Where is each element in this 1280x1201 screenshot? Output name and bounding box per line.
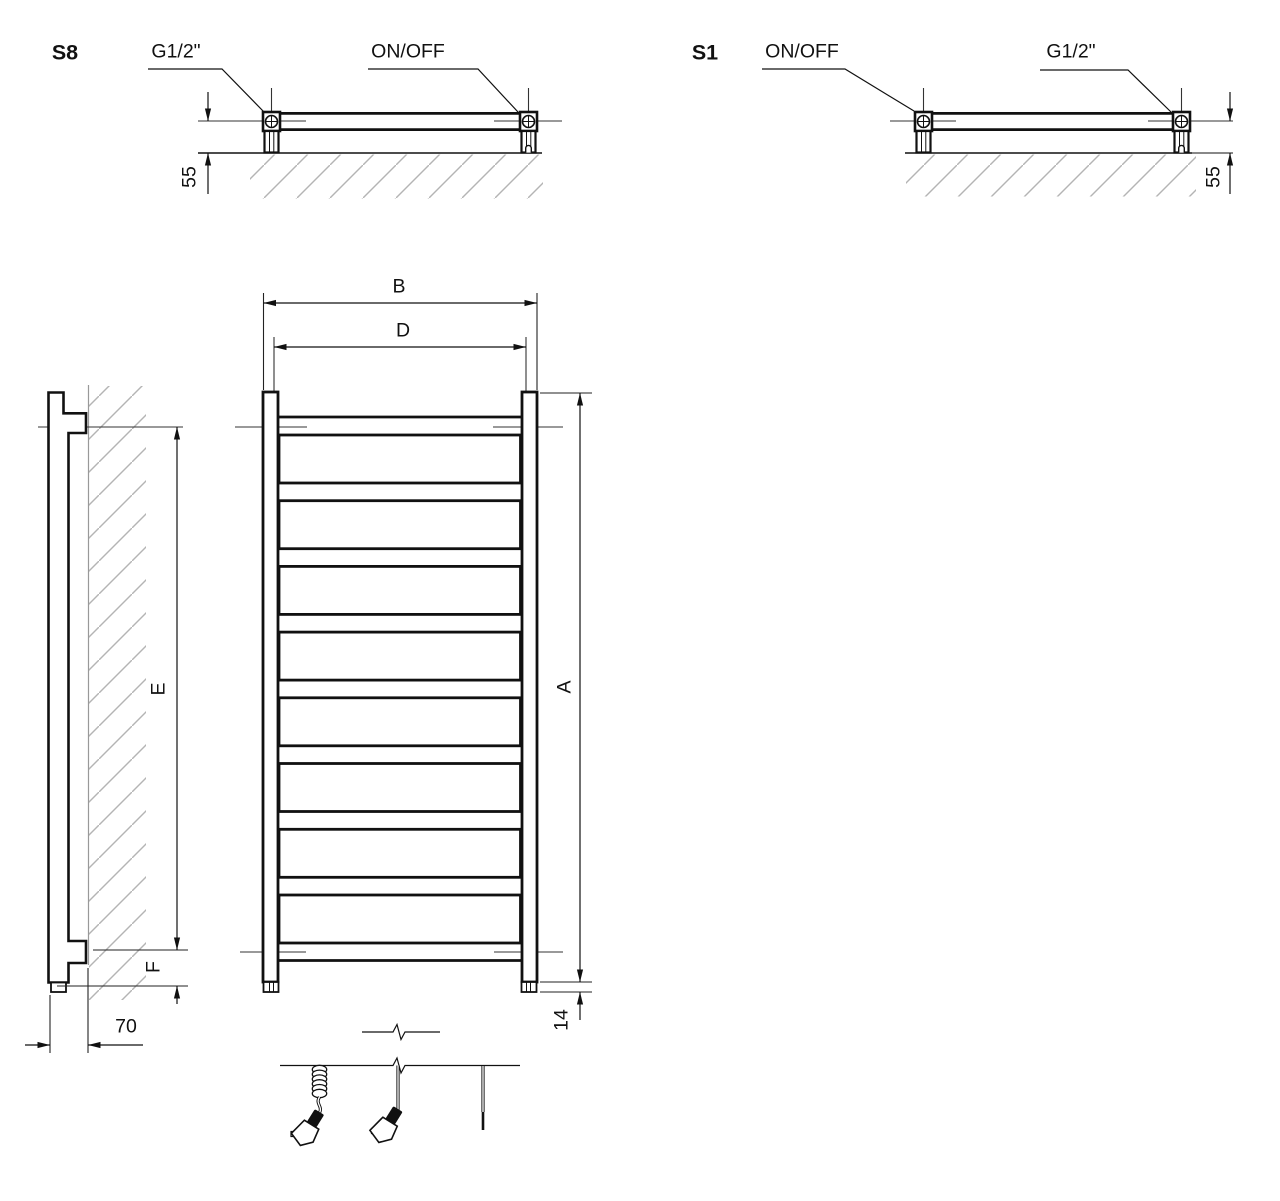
cable-options (280, 1022, 520, 1147)
dim-label-55-s1: 55 (1202, 166, 1225, 188)
dim-label-14: 14 (550, 1009, 573, 1031)
leader-g12 (1040, 69, 1172, 113)
left-leg (915, 129, 932, 154)
right-collector (520, 390, 539, 984)
front-view (235, 293, 592, 1020)
top-view-s1 (762, 68, 1234, 197)
rung (277, 433, 522, 485)
left-collector (261, 390, 280, 984)
dim-label-b: B (392, 275, 406, 298)
cable-outlet-icon (1178, 144, 1185, 153)
rung (277, 565, 522, 616)
rung (277, 630, 522, 682)
rung (277, 499, 522, 551)
dim-label-70: 70 (115, 1015, 137, 1038)
straight-cable-plug-icon (368, 1065, 403, 1144)
wall-hatch (89, 386, 146, 1000)
rung (277, 762, 522, 813)
cable-outlet-icon (525, 144, 532, 153)
dim-label-a: A (553, 680, 576, 694)
wall-hatch (906, 154, 1196, 197)
side-profile (47, 391, 88, 984)
side-foot (50, 981, 67, 993)
leader-onoff (762, 68, 915, 112)
rung (277, 893, 522, 945)
leader-onoff (368, 68, 519, 113)
dim-label-f: F (142, 961, 165, 973)
left-leg (263, 129, 280, 154)
model-label-s8: S8 (51, 40, 79, 65)
dim-label-55-s8: 55 (178, 166, 201, 188)
switch-label-onoff-s1: ON/OFF (765, 40, 839, 63)
rung (277, 696, 522, 748)
port-label-g12-s1: G1/2" (1046, 40, 1096, 63)
left-foot (262, 981, 280, 993)
leader-g12 (148, 68, 265, 113)
break-symbol (362, 1022, 440, 1042)
model-label-s1: S1 (691, 40, 719, 65)
dim-label-d: D (395, 319, 411, 342)
port-label-g12-s8: G1/2" (151, 40, 201, 63)
rung (277, 827, 522, 879)
side-view (25, 385, 188, 1053)
coiled-cable-plug-icon (290, 1064, 328, 1147)
front-rungs (277, 433, 522, 945)
wall-hatch (250, 154, 543, 199)
top-view-s8 (148, 68, 562, 199)
dim-label-e: E (147, 682, 170, 696)
switch-label-onoff-s8: ON/OFF (371, 40, 445, 63)
right-foot (520, 981, 538, 993)
